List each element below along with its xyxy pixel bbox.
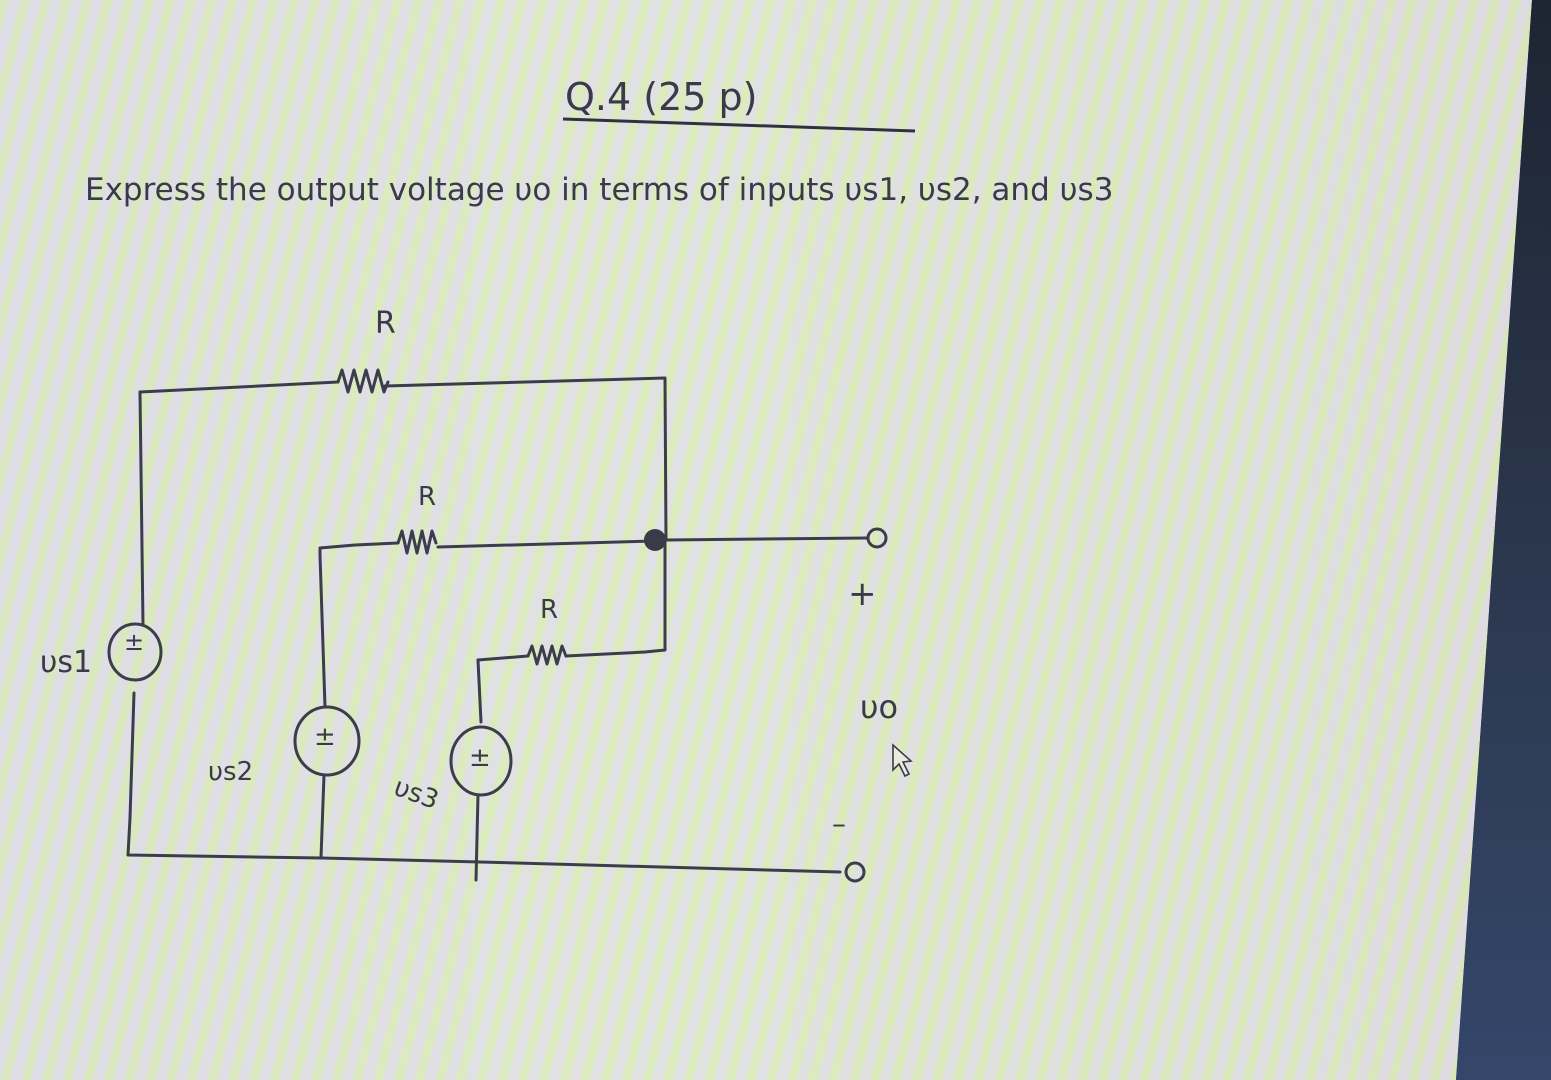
- wire-output-top: [664, 536, 870, 542]
- source-vs1: ± υs1: [40, 622, 163, 682]
- output-terminal-minus: [844, 861, 866, 883]
- resistor-r1-label: R: [375, 306, 396, 341]
- source-vs3: ± υs3: [390, 725, 513, 816]
- output-terminal-plus: [866, 527, 888, 549]
- title-underline: [562, 117, 916, 133]
- vs3-label: υs3: [390, 772, 443, 816]
- vs3-polarity: ±: [469, 743, 491, 773]
- question-prompt: Express the output voltage υo in terms o…: [85, 172, 1113, 208]
- output-plus-sign: +: [848, 574, 877, 614]
- wire-left-top: [138, 390, 145, 627]
- wire-vs3-bottom: [474, 793, 480, 882]
- wire-bottom-rail: [320, 856, 842, 874]
- vs1-polarity: ±: [124, 628, 144, 656]
- vs1-label: υs1: [40, 645, 92, 680]
- question-title: Q.4 (25 p): [565, 75, 757, 119]
- resistor-r3: R: [476, 595, 647, 666]
- resistor-r2-label: R: [418, 482, 436, 512]
- wire-vs2-bottom: [319, 773, 326, 860]
- output-label: υo: [860, 688, 898, 726]
- wire-r3-return: [643, 538, 667, 654]
- resistor-r3-label: R: [540, 595, 558, 625]
- vs2-label: υs2: [208, 757, 253, 787]
- wire-vs3-top: [476, 658, 483, 724]
- source-vs2: ± υs2: [208, 705, 361, 787]
- wire-vs2-top: [318, 553, 327, 709]
- mouse-cursor-icon: [892, 743, 913, 778]
- resistor-r2: R: [318, 482, 657, 557]
- wire-left-bottom: [126, 691, 324, 860]
- vs2-polarity: ±: [314, 722, 336, 752]
- output-minus-sign: –: [832, 807, 846, 840]
- resistor-r1: R: [138, 306, 668, 542]
